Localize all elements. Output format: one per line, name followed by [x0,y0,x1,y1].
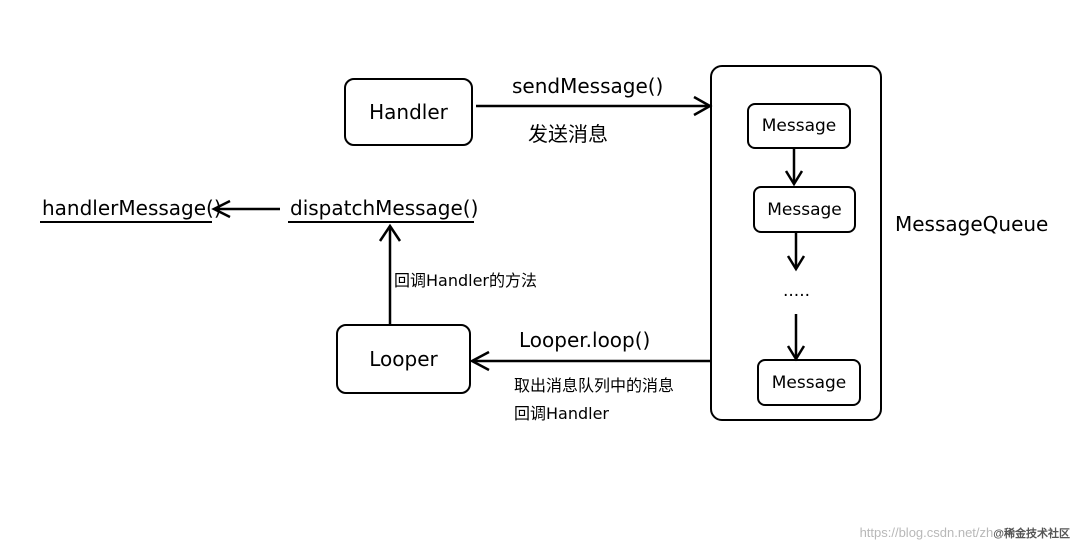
looper-label: Looper [369,347,438,371]
send-arrow [476,95,713,117]
callback-arrow [378,223,402,324]
watermark: https://blog.csdn.net/zh@稀金技术社区 [860,525,1070,541]
message-queue-box: Message Message ..... Message [710,65,882,421]
message-label-3: Message [771,372,847,393]
message-queue-label: MessageQueue [895,212,1049,236]
loop-arrow [469,350,712,372]
dispatch-message-label: dispatchMessage() [290,196,479,220]
watermark-brand: @稀金技术社区 [993,528,1070,540]
looper-box: Looper [336,324,471,394]
looper-loop-note-2: 回调Handler [514,404,610,423]
looper-loop-label: Looper.loop() [519,328,651,352]
dispatch-arrow [211,199,280,219]
watermark-url: https://blog.csdn.net/zh [859,525,994,540]
looper-loop-note-1: 取出消息队列中的消息 [514,376,675,395]
handler-message-label: handlerMessage() [42,196,222,220]
message-box-2: Message [753,186,856,233]
handler-box: Handler [344,78,473,146]
message-box-3: Message [757,359,861,406]
queue-ellipsis: ..... [783,281,811,301]
queue-arrow-2 [786,232,806,272]
queue-arrow-1 [784,148,804,187]
handler-label: Handler [369,100,448,124]
dispatch-message-note: 回调Handler的方法 [394,271,538,290]
send-message-label: sendMessage() [512,74,664,98]
send-message-note: 发送消息 [528,122,608,146]
message-label-1: Message [761,116,837,136]
message-label-2: Message [767,199,842,220]
message-box-1: Message [747,103,851,149]
